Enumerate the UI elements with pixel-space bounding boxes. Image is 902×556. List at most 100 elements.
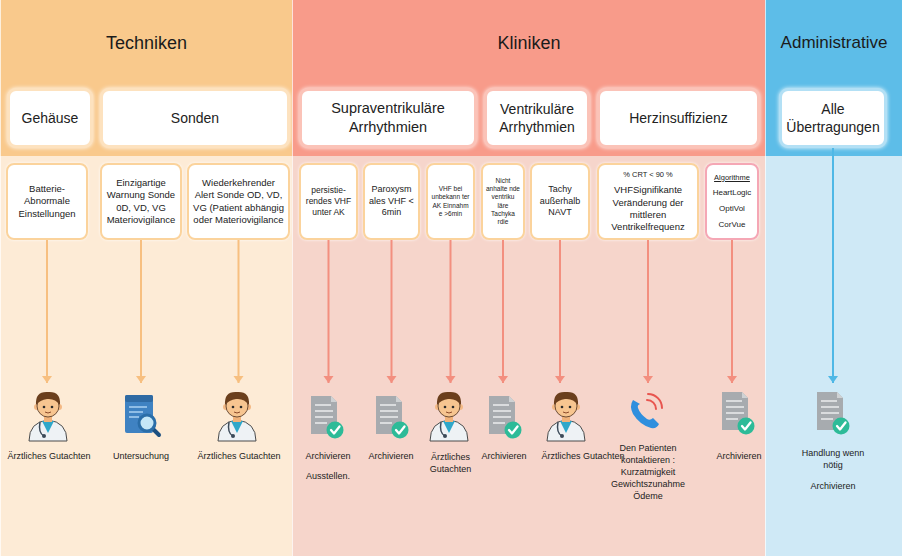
- outcome-item: Archivieren: [363, 383, 419, 478]
- criterion-text: VHFSignifikante Veränderung der mittlere…: [602, 184, 694, 233]
- arrow-shaft: [46, 240, 48, 383]
- archive-document-icon: [489, 396, 522, 439]
- flow-arrow: [136, 240, 146, 383]
- flow-arrow: [555, 240, 565, 383]
- outcome-label: Archivieren: [709, 451, 769, 463]
- outcome-label: Handlung wenn nötig: [791, 448, 875, 472]
- column-band: KlinikenSupraventrikuläre ArrhythmienVen…: [292, 0, 765, 556]
- criterion-text: Algorithme: [714, 173, 750, 183]
- category-label: Herzinsuffizienz: [629, 109, 728, 127]
- criterion-text: % CRT < 90 %: [623, 170, 673, 180]
- category-box: Supraventrikuläre Arrhythmien: [299, 88, 477, 148]
- outcome-item: ArchivierenAusstellen.: [301, 383, 355, 488]
- arrow-shaft: [502, 240, 504, 383]
- criterion-box: % CRT < 90 % VHFSignifikante Veränderung …: [597, 163, 699, 240]
- arrow-head: [42, 376, 52, 383]
- category-label: Alle Übertragungen: [786, 100, 879, 136]
- doctor-icon: [29, 392, 67, 441]
- outcome-label: Archivieren: [479, 451, 529, 463]
- arrow-head: [234, 376, 244, 383]
- criterion-box: Batterie- Abnormale Einstellungen: [6, 163, 88, 240]
- arrow-shaft: [140, 240, 142, 383]
- arrow-head: [136, 376, 146, 383]
- flow-arrow: [727, 240, 737, 383]
- doctor-icon: [430, 392, 468, 441]
- flow-arrow: [643, 240, 653, 383]
- arrow-head: [727, 376, 737, 383]
- band-title: Techniken: [1, 33, 292, 54]
- criterion-text: CorVue: [719, 220, 746, 230]
- criterion-text: Tachy außerhalb NAVT: [535, 184, 585, 219]
- criterion-box: persistie- rendes VHF unter AK: [299, 163, 358, 240]
- outcome-item: Ärztliches Gutachten: [425, 383, 476, 483]
- criterion-box: AlgorithmeHeartLogicOptiVolCorVue: [705, 163, 759, 240]
- phone-icon: [631, 394, 662, 428]
- outcome-label: Ärztliches Gutachten: [533, 451, 633, 463]
- criterion-text: OptiVol: [719, 204, 745, 214]
- outcome-label: Ärztliches Gutachten: [193, 451, 285, 463]
- flow-arrow: [446, 240, 456, 383]
- category-label: Supraventrikuläre Arrhythmien: [308, 99, 468, 137]
- criterion-text: Batterie- Abnormale Einstellungen: [11, 183, 83, 219]
- arrow-shaft: [450, 240, 452, 383]
- criterion-text: Nicht anhalte nde ventriku läre Tachyka …: [486, 177, 520, 227]
- flow-arrow: [498, 240, 508, 383]
- archive-document-icon: [817, 392, 850, 435]
- flow-arrow: [324, 240, 334, 383]
- category-box: Alle Übertragungen: [779, 88, 887, 148]
- doctor-icon: [218, 392, 256, 441]
- outcome-item: Handlung wenn nötigArchivieren: [791, 383, 875, 493]
- outcome-item: Archivieren: [709, 383, 769, 478]
- arrow-head: [387, 376, 397, 383]
- outcome-label: Ärztliches Gutachten: [3, 451, 95, 463]
- criterion-box: Einzigartige Warnung Sonde 0D, VD, VG Ma…: [100, 163, 182, 240]
- category-label: Ventrikuläre Arrhythmien: [493, 100, 581, 136]
- outcome-item: Untersuchung: [96, 383, 186, 478]
- outcome-item: Den Patienten kontaktieren : Kurzatmigke…: [601, 383, 695, 508]
- column-band: AdministrativeAlle ÜbertragungenHandlung…: [765, 0, 902, 556]
- flow-arrow: [42, 240, 52, 383]
- criterion-text: HeartLogic: [713, 188, 752, 198]
- category-box: Gehäuse: [7, 88, 93, 148]
- arrow-shaft: [559, 240, 561, 383]
- category-label: Gehäuse: [22, 109, 79, 127]
- criterion-text: Einzigartige Warnung Sonde 0D, VD, VG Ma…: [105, 177, 177, 226]
- arrow-shaft: [731, 240, 733, 383]
- outcome-item: Ärztliches Gutachten: [533, 383, 633, 478]
- arrow-shaft: [238, 240, 240, 383]
- arrow-shaft: [647, 240, 649, 383]
- outcome-label: Den Patienten kontaktieren : Kurzatmigke…: [601, 443, 695, 502]
- criterion-box: VHF bei unbekann ter AK Einnahm e >6min: [426, 163, 475, 240]
- flow-arrow: [234, 240, 244, 383]
- arrow-head: [446, 376, 456, 383]
- outcome-label: Ärztliches Gutachten: [425, 452, 476, 476]
- criterion-box: Paroxysm ales VHF < 6min: [363, 163, 420, 240]
- category-box: Herzinsuffizienz: [597, 88, 760, 148]
- outcome-item: Archivieren: [479, 383, 529, 478]
- archive-document-icon: [311, 396, 344, 439]
- outcome-label: Archivieren: [363, 451, 419, 463]
- archive-document-icon: [722, 392, 755, 435]
- criterion-text: Paroxysm ales VHF < 6min: [368, 184, 415, 219]
- outcome-label: Archivieren: [791, 481, 875, 493]
- category-label: Sonden: [171, 109, 219, 127]
- search-document-icon: [125, 395, 159, 435]
- band-title: Administrative: [766, 33, 902, 53]
- outcome-item: Ärztliches Gutachten: [193, 383, 285, 478]
- criterion-text: Wiederkehrender Alert Sonde OD, VD, VG (…: [192, 177, 285, 226]
- criterion-box: Wiederkehrender Alert Sonde OD, VD, VG (…: [187, 163, 290, 240]
- arrow-shaft: [832, 148, 834, 383]
- arrow-shaft: [391, 240, 393, 383]
- flow-arrow: [828, 148, 838, 383]
- archive-document-icon: [376, 396, 409, 439]
- outcome-item: Ärztliches Gutachten: [3, 383, 95, 478]
- outcome-label: Archivieren: [301, 451, 355, 463]
- flow-arrow: [387, 240, 397, 383]
- outcome-label: Untersuchung: [96, 451, 186, 463]
- criterion-text: VHF bei unbekann ter AK Einnahm e >6min: [431, 185, 470, 218]
- category-box: Sonden: [100, 88, 290, 148]
- arrow-head: [324, 376, 334, 383]
- column-band: TechnikenGehäuse SondenBatterie- Abnormal…: [0, 0, 292, 556]
